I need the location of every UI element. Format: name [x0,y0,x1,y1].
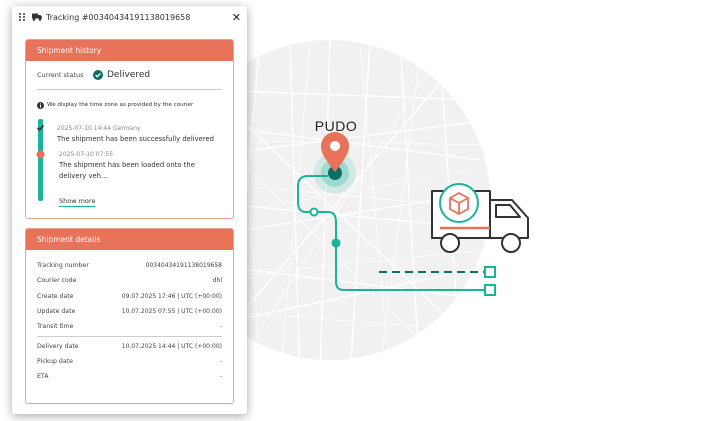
history-timeline: 2025-07-10 14:44 Germany The shipment ha… [26,119,233,209]
detail-value: - [219,357,222,365]
detail-label: Delivery date [37,342,79,350]
show-more-link[interactable]: Show more [59,197,96,207]
window-title: Tracking #00340434191138019658 [46,12,191,22]
shipment-history-heading: Shipment history [26,40,233,61]
history-event: 2025-07-10 14:44 Germany The shipment ha… [57,123,214,145]
detail-label: Pickup date [37,357,73,365]
event-meta: 2025-07-10 07:55 [59,151,114,158]
divider [37,89,222,90]
event-meta: 2025-07-10 14:44 Germany [57,125,141,132]
drag-handle-icon[interactable] [18,12,26,22]
details-list: Tracking number 00340434191138019658 Cou… [26,250,233,384]
timezone-note: We display the time zone as provided by … [26,100,233,110]
shipment-history-card: Shipment history Current status Delivere… [25,39,234,219]
detail-row-transit-time: Transit time - [37,319,222,334]
detail-row-pickup-date: Pickup date - [37,354,222,369]
detail-value: 10.07.2025 14:44 | UTC (+00:00) [121,342,222,350]
current-status-row: Current status Delivered [26,61,233,89]
event-text: The shipment has been successfully deliv… [57,135,214,143]
detail-label: ETA [37,373,49,381]
detail-row-eta: ETA - [37,369,222,384]
checkbox-icon [484,266,496,278]
pudo-label: PUDO [315,118,357,134]
close-icon[interactable]: ✕ [231,10,241,24]
route-path [297,175,485,291]
info-icon [37,101,44,109]
detail-label: Create date [37,292,74,300]
route-waypoint-icon [331,238,341,248]
panel-titlebar[interactable]: Tracking #00340434191138019658 ✕ [12,6,247,28]
route-waypoint-icon [309,207,319,217]
detail-row-tracking-number: Tracking number 00340434191138019658 [37,258,222,273]
timeline-progress-bar [38,119,43,201]
shipment-details-card: Shipment details Tracking number 0034043… [25,228,234,404]
detail-label: Courier code [37,277,77,285]
detail-row-create-date: Create date 09.07.2025 17:46 | UTC (+00:… [37,289,222,304]
detail-value: 10.07.2025 07:55 | UTC (+00:00) [121,308,222,316]
detail-label: Transit time [37,323,74,331]
tracking-panel: Tracking #00340434191138019658 ✕ Shipmen… [12,6,247,414]
detail-value: - [219,373,222,381]
detail-value: - [219,323,222,331]
detail-row-update-date: Update date 10.07.2025 07:55 | UTC (+00:… [37,304,222,319]
event-text: The shipment has been loaded onto the de… [59,161,195,180]
detail-value: 09.07.2025 17:46 | UTC (+00:00) [121,292,222,300]
check-circle-icon [93,70,103,80]
detail-row-courier-code: Courier code dhl [37,273,222,288]
history-event: 2025-07-10 07:55 The shipment has been l… [59,149,219,182]
detail-value: 00340434191138019658 [145,262,222,270]
checkbox-icon [484,284,496,296]
detail-label: Update date [37,308,76,316]
truck-event-icon [36,150,45,159]
detail-value: dhl [212,277,222,285]
location-pin-icon [314,132,356,194]
timezone-note-text: We display the time zone as provided by … [47,102,194,108]
shipment-details-heading: Shipment details [26,229,233,250]
package-icon [439,183,479,223]
truck-icon [32,13,42,21]
current-status-label: Current status [37,71,84,79]
detail-label: Tracking number [37,262,89,270]
current-status-value: Delivered [107,70,151,80]
check-event-icon [36,124,45,131]
detail-row-delivery-date: Delivery date 10.07.2025 14:44 | UTC (+0… [37,336,222,353]
